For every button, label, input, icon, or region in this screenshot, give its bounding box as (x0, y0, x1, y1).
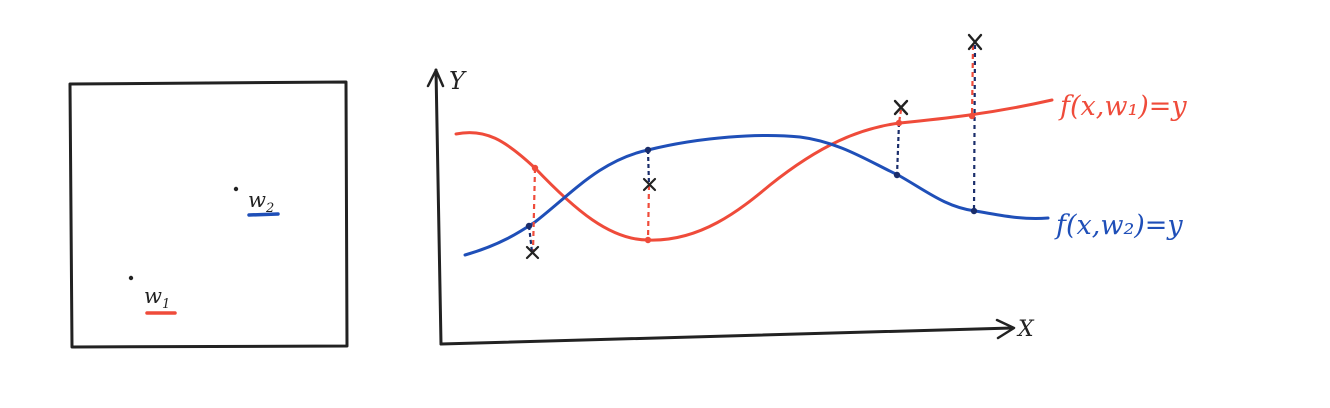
blue-point-1 (525, 222, 533, 230)
observation-x-1 (525, 245, 540, 260)
blue-point-3 (893, 171, 901, 179)
blue-curve-label: f(x,w₂)=y (1054, 210, 1183, 241)
residual-blue-3 (895, 122, 901, 176)
blue-point-4 (970, 207, 978, 215)
y-axis (434, 68, 443, 346)
observation-x-4 (967, 33, 983, 51)
residual-blue-4 (972, 44, 977, 212)
red-curve (454, 98, 1054, 242)
parameter-space-box (68, 80, 349, 349)
observation-x-2 (642, 177, 657, 192)
w2-underline (247, 212, 280, 217)
red-point-3 (895, 119, 903, 127)
residual-red-2 (646, 184, 651, 241)
red-point-2 (644, 236, 652, 244)
observation-x-3 (893, 99, 909, 116)
blue-point-2 (644, 146, 652, 154)
residual-red-4 (970, 44, 975, 117)
residual-red-1 (531, 167, 537, 253)
y-axis-arrowhead (426, 68, 445, 88)
red-point-1 (531, 164, 539, 172)
function-plot: Y X f(x,w₁)=y f(x,w₂)=y (426, 33, 1187, 346)
y-axis-label: Y (449, 67, 467, 95)
residual-blue-1 (527, 225, 534, 253)
blue-curve (463, 134, 1050, 257)
w1-dot (128, 275, 134, 281)
red-point-4 (968, 112, 976, 120)
x-axis (439, 326, 1014, 346)
residual-blue-2 (646, 149, 651, 186)
w2-label: w2 (248, 188, 274, 216)
x-axis-arrowhead (995, 318, 1016, 340)
x-axis-label: X (1016, 317, 1035, 342)
w2-dot (233, 186, 239, 192)
parameter-space-panel: w1 w2 (68, 80, 349, 349)
red-curve-label: f(x,w₁)=y (1058, 91, 1187, 122)
w1-label: w1 (144, 284, 170, 312)
